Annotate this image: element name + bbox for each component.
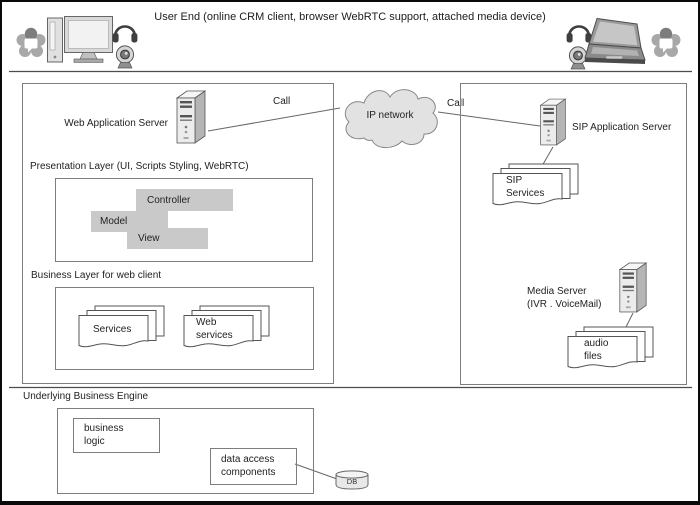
view-label: View — [138, 233, 160, 244]
data-access-components-box: data access components — [210, 448, 297, 485]
business-logic-box: business logic — [73, 418, 160, 453]
document-stack-icon — [567, 326, 654, 369]
media-server-label: Media Server (IVR . VoiceMail) — [527, 285, 601, 311]
media-server-label-line2: (IVR . VoiceMail) — [527, 299, 602, 310]
web-services-label-line1: Web — [196, 317, 217, 328]
business-layer-title: Business Layer for web client — [31, 270, 162, 281]
services-documents: Services — [78, 305, 166, 351]
services-label: Services — [93, 324, 132, 335]
call-label-left: Call — [273, 96, 291, 107]
chat-flower-icon — [651, 27, 681, 57]
business-logic-label: business logic — [84, 422, 123, 448]
call-label-right: Call — [447, 98, 465, 109]
data-access-label-line1: data access — [221, 454, 275, 465]
sip-application-server-label: SIP Application Server — [572, 122, 672, 133]
presentation-layer-box — [55, 178, 313, 262]
business-layer-box — [55, 287, 314, 370]
sip-container-box — [460, 83, 687, 385]
web-services-documents: Web services — [183, 305, 271, 351]
server-tower-icon — [619, 262, 647, 313]
presentation-layer-title: Presentation Layer (UI, Scripts Styling,… — [30, 161, 249, 172]
headphones-icon — [112, 25, 138, 44]
data-access-label: data access components — [221, 453, 275, 479]
server-tower-icon — [176, 90, 206, 144]
web-client-container-box — [22, 83, 334, 384]
ip-network-label: IP network — [366, 110, 414, 121]
web-services-label-line2: services — [196, 330, 233, 341]
mvc-controller-block: Controller — [136, 189, 233, 211]
laptop-icon — [584, 18, 646, 65]
db-label: DB — [346, 477, 358, 486]
database-icon-wrapper: DB — [335, 470, 369, 491]
mvc-view-block: View — [127, 228, 208, 249]
desktop-computer-icon — [47, 16, 113, 63]
data-access-label-line2: components — [221, 467, 276, 478]
model-label: Model — [100, 216, 128, 227]
underlying-business-engine-title: Underlying Business Engine — [23, 391, 149, 402]
sip-services-label-line1: SIP — [506, 175, 523, 186]
sip-services-documents: SIP Services — [492, 163, 580, 209]
audio-files-label-line1: audio — [584, 338, 609, 349]
business-logic-label-line1: business — [84, 423, 124, 434]
sip-services-label-line2: Services — [506, 188, 545, 199]
chat-flower-icon — [16, 27, 46, 57]
web-application-server-label: Web Application Server — [64, 118, 168, 129]
webcam-icon — [115, 45, 135, 69]
controller-label: Controller — [147, 194, 191, 206]
audio-files-label-line2: files — [584, 351, 602, 362]
mvc-model-block: Model — [91, 211, 168, 232]
diagram-title: User End (online CRM client, browser Web… — [154, 11, 546, 23]
ip-network-cloud — [344, 89, 438, 149]
audio-files-documents: audio files — [566, 326, 656, 372]
business-logic-label-line2: logic — [84, 436, 105, 447]
business-engine-box — [57, 408, 314, 494]
server-tower-icon — [540, 98, 566, 146]
media-server-label-line1: Media Server — [527, 286, 587, 297]
